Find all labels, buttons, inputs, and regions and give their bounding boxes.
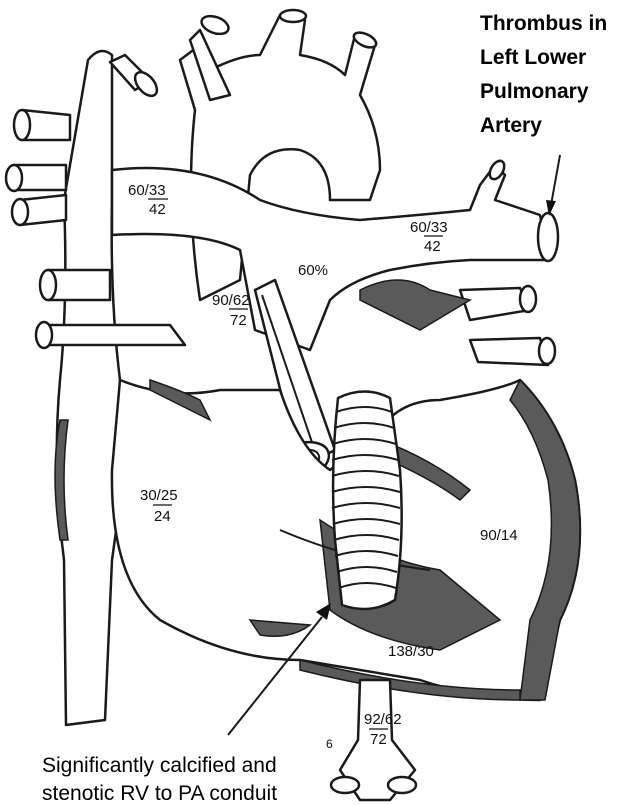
thrombus-arrow: [546, 155, 560, 216]
thrombus-line-1: Thrombus in: [480, 12, 607, 35]
ra-pressure: 30/25: [140, 487, 178, 504]
thrombus-line-3: Pulmonary: [480, 80, 589, 103]
rpa-pressure: 60/33: [128, 182, 166, 199]
lpa-pressure: 60/33: [410, 219, 448, 236]
desc-aorta-mean: 72: [370, 731, 387, 748]
desc-aorta-pressure: 92/62: [364, 711, 402, 728]
aorta-pressure: 90/62: [212, 292, 250, 309]
thrombus-line-4: Artery: [480, 114, 542, 137]
conduit-line-2: stenotic RV to PA conduit: [42, 782, 277, 805]
rv-pressure: 138/30: [388, 643, 434, 660]
lv-pressure: 90/14: [480, 527, 518, 544]
rv-pa-conduit: [332, 392, 402, 610]
ra-mean: 24: [154, 508, 171, 525]
aorta-mean: 72: [230, 312, 247, 329]
conduit-callout: Significantly calcified and stenotic RV …: [42, 754, 277, 805]
thrombus-callout: Thrombus in Left Lower Pulmonary Artery: [480, 12, 607, 137]
oxygen-saturation: 60%: [298, 262, 328, 279]
lpa-mean: 42: [424, 238, 441, 255]
thrombus-line-2: Left Lower: [480, 46, 586, 69]
rpa-mean: 42: [149, 201, 166, 218]
conduit-line-1: Significantly calcified and: [42, 754, 277, 777]
small-mark: 6: [326, 737, 333, 751]
